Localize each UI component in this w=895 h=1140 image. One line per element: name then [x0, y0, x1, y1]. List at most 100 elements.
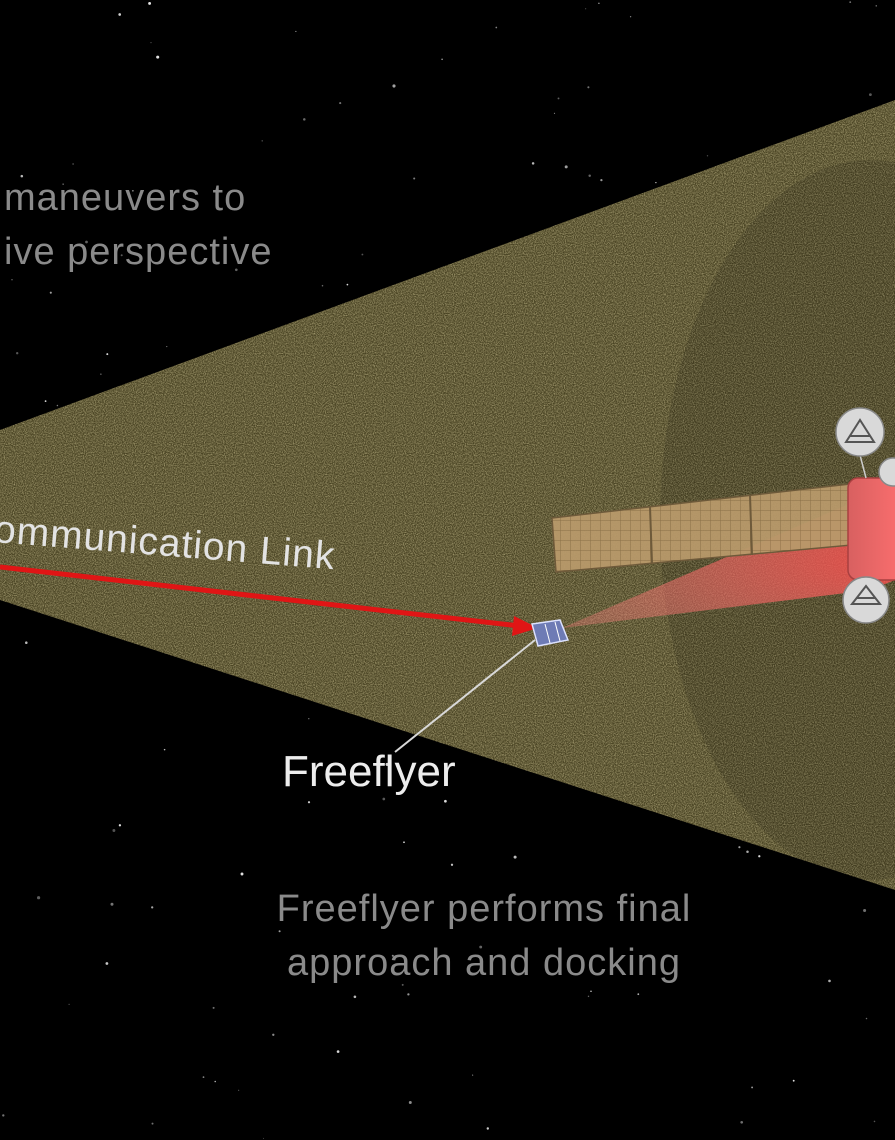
star	[441, 58, 443, 61]
sensor-cone-texture	[0, 100, 895, 890]
star	[20, 174, 24, 178]
star	[202, 1076, 205, 1078]
star	[346, 283, 349, 286]
star	[531, 162, 535, 165]
star	[68, 1003, 70, 1005]
freeflyer-label: Freeflyer	[282, 747, 456, 796]
star	[444, 799, 447, 803]
star	[746, 850, 749, 854]
star	[16, 352, 19, 355]
star	[382, 797, 386, 801]
star	[792, 1079, 795, 1082]
star	[150, 42, 152, 44]
star	[564, 165, 568, 169]
star	[105, 962, 109, 965]
star	[151, 1122, 154, 1125]
star	[148, 1, 152, 5]
star	[706, 155, 709, 157]
star	[308, 718, 310, 720]
sensor-pod-icon	[835, 407, 885, 479]
star	[240, 872, 244, 876]
star	[849, 1, 852, 3]
star	[391, 954, 394, 957]
star	[25, 641, 28, 644]
star	[600, 178, 603, 182]
star	[62, 183, 64, 185]
star	[262, 1137, 265, 1139]
star	[392, 84, 396, 88]
caption-top-line2: ive perspective	[4, 231, 273, 273]
star	[828, 979, 831, 983]
star	[214, 1080, 216, 1083]
freeflyer-leader-line	[394, 639, 536, 753]
star	[450, 863, 454, 866]
star	[385, 762, 389, 766]
caption-bottom: Freeflyer performs final approach and do…	[250, 882, 718, 990]
star	[336, 1050, 340, 1053]
star	[307, 801, 311, 804]
star	[557, 97, 560, 100]
sensor-pod-icon	[878, 457, 895, 487]
star	[587, 86, 590, 89]
star	[868, 93, 872, 97]
star	[261, 140, 263, 142]
star	[863, 908, 867, 913]
star	[321, 284, 324, 287]
star	[44, 400, 47, 402]
caption-top-line1: maneuvers to	[4, 177, 247, 219]
star	[151, 906, 154, 909]
star	[553, 112, 556, 114]
star	[740, 1120, 744, 1124]
star	[738, 846, 741, 849]
star	[401, 983, 404, 986]
star	[118, 824, 122, 827]
star	[486, 1127, 489, 1130]
star	[303, 118, 306, 121]
star	[413, 177, 416, 180]
star	[407, 993, 410, 996]
star	[72, 163, 74, 165]
star	[295, 30, 297, 32]
star	[106, 353, 109, 356]
star	[472, 1074, 474, 1076]
star	[56, 404, 59, 407]
star	[272, 1033, 275, 1036]
star	[637, 993, 640, 996]
star	[234, 268, 238, 272]
star	[212, 1006, 215, 1009]
star	[758, 855, 761, 858]
communication-link-arrow	[0, 564, 538, 636]
star	[865, 1017, 868, 1020]
star	[585, 8, 587, 10]
star	[598, 2, 600, 5]
freeflyer-cubesat	[531, 619, 570, 647]
caption-bottom-line1: Freeflyer performs final	[276, 888, 692, 930]
star	[118, 13, 122, 16]
star	[110, 902, 114, 906]
star	[629, 16, 632, 18]
star	[353, 995, 357, 999]
star	[85, 240, 88, 244]
star	[238, 1089, 240, 1091]
caption-top: maneuvers to ive perspective	[4, 171, 272, 279]
star	[156, 55, 160, 59]
caption-bottom-line2: approach and docking	[287, 942, 681, 984]
spacecraft-body	[847, 477, 895, 581]
star	[120, 254, 123, 257]
star	[495, 26, 498, 29]
star	[875, 5, 877, 7]
star	[751, 1086, 754, 1089]
star	[112, 829, 116, 832]
star	[587, 995, 590, 998]
star	[361, 253, 364, 256]
star	[588, 174, 591, 177]
star	[11, 279, 13, 281]
star	[655, 181, 657, 184]
star	[100, 373, 102, 375]
star	[873, 1120, 876, 1123]
star	[513, 855, 517, 859]
star	[163, 748, 166, 751]
star	[132, 190, 134, 192]
star	[49, 291, 52, 294]
